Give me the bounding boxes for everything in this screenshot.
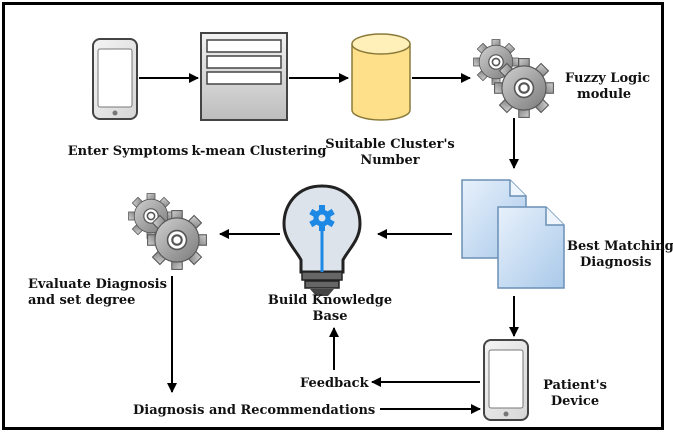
gears-icon-evaluate xyxy=(127,192,208,271)
label-best-matching-line2: Diagnosis xyxy=(580,255,651,270)
lightbulb-icon xyxy=(282,184,362,296)
label-fuzzy-logic-line2: module xyxy=(577,87,631,102)
label-suitable-cluster-line2: Number xyxy=(360,153,419,168)
label-evaluate-line1: Evaluate Diagnosis xyxy=(28,277,167,292)
label-evaluate-line2: and set degree xyxy=(28,293,135,308)
documents-icon xyxy=(461,179,565,289)
label-enter-symptoms: Enter Symptoms xyxy=(68,144,189,159)
database-cylinder-icon xyxy=(351,33,411,121)
label-diagnosis-recommendations: Diagnosis and Recommendations xyxy=(133,403,375,418)
gears-icon-fuzzy xyxy=(472,38,555,119)
label-best-matching-line1: Best Matching xyxy=(567,239,673,254)
flow-arrows xyxy=(139,73,519,414)
label-patients-device-line2: Device xyxy=(551,394,599,409)
phone-icon-patient xyxy=(483,339,529,421)
phone-icon xyxy=(92,38,138,120)
label-fuzzy-logic-line1: Fuzzy Logic xyxy=(565,71,650,86)
server-rack-icon xyxy=(200,32,288,121)
label-build-knowledge-line2: Base xyxy=(312,309,347,324)
label-build-knowledge-line1: Build Knowledge xyxy=(268,293,392,308)
label-patients-device-line1: Patient's xyxy=(543,378,607,393)
label-suitable-cluster-line1: Suitable Cluster's xyxy=(325,137,455,152)
diagram-frame xyxy=(2,2,664,430)
label-kmean-clustering: k-mean Clustering xyxy=(192,144,327,159)
label-feedback: Feedback xyxy=(300,376,370,391)
